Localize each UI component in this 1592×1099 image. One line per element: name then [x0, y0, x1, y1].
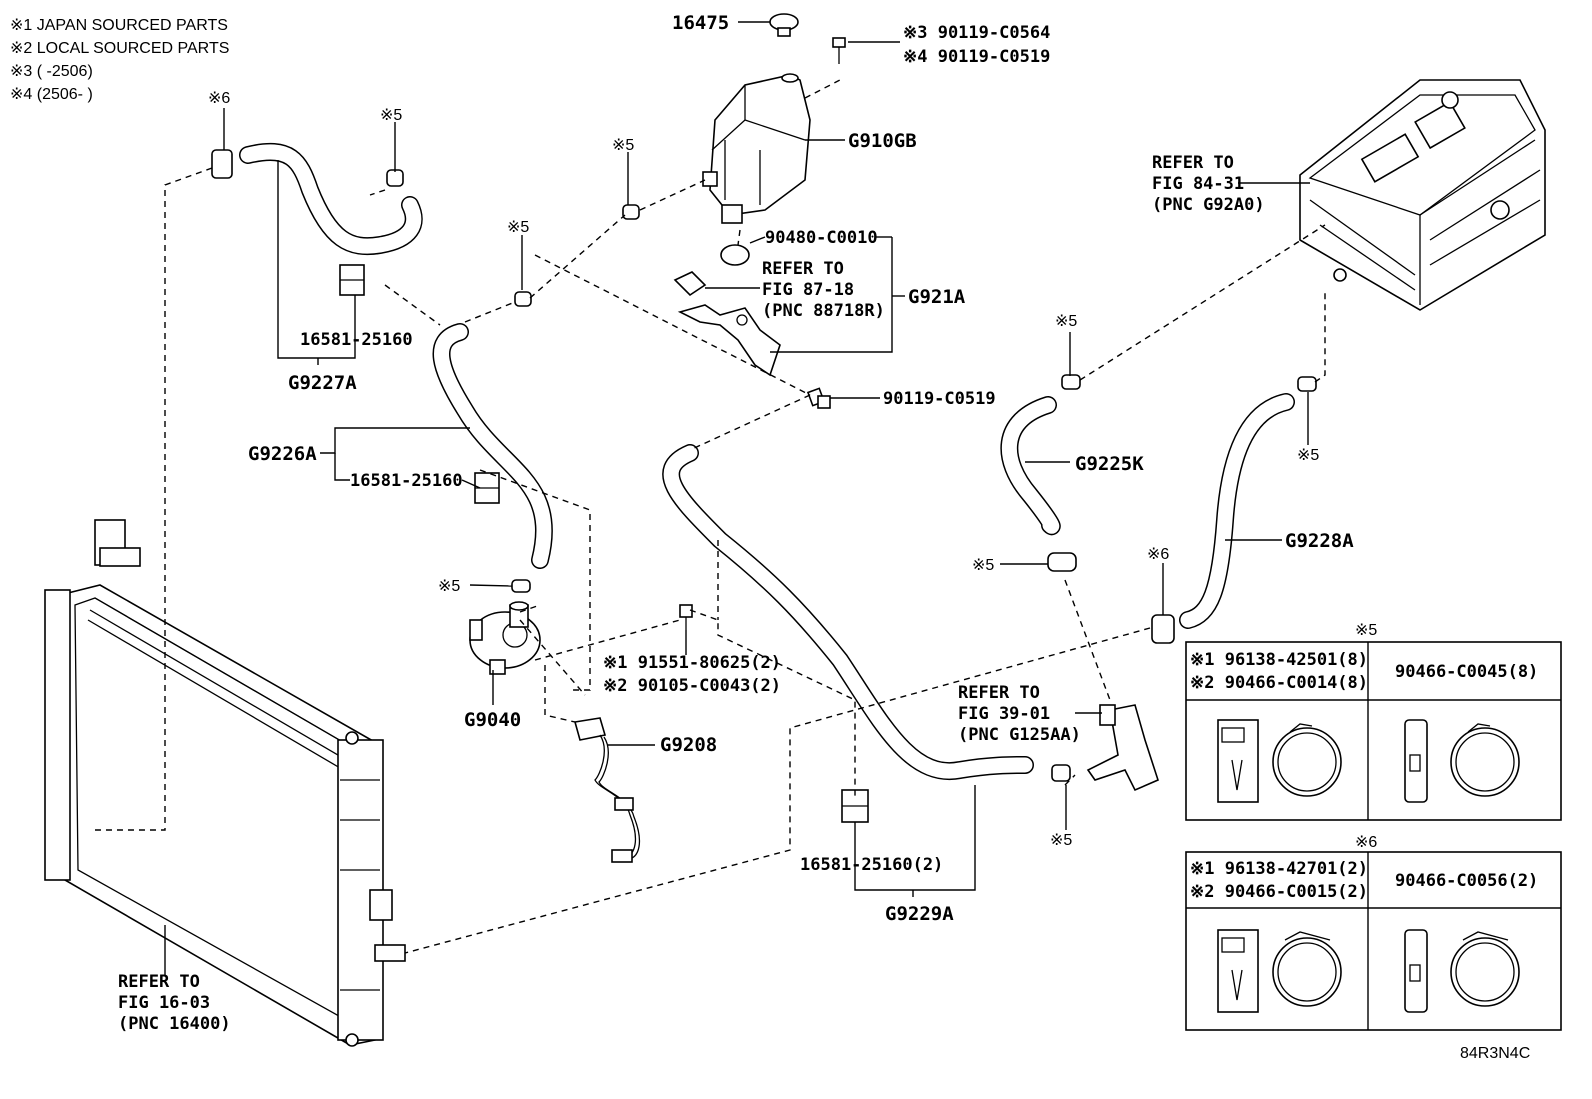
- note-local: ※2 LOCAL SOURCED PARTS: [10, 40, 229, 57]
- label-hose-long: G9229A: [885, 903, 954, 925]
- note-before: ※3 ( -2506): [10, 63, 93, 80]
- table-6-title: ※6: [1355, 834, 1377, 851]
- wire-harness: [573, 717, 641, 863]
- inverter-assembly: [1299, 79, 1546, 311]
- label-hose-k: G9225K: [1075, 453, 1144, 475]
- label-pipe-ref-2: FIG 39-01: [958, 704, 1050, 724]
- label-bracket-group: G921A: [908, 286, 966, 308]
- clamp-table-6: ※6 ※1 96138-42701(2) ※2 90466-C0015(2) 9…: [1185, 834, 1562, 1031]
- label-wire: G9208: [660, 734, 717, 756]
- note-japan: ※1 JAPAN SOURCED PARTS: [10, 17, 228, 34]
- table-5-left-2: ※2 90466-C0014(8): [1190, 673, 1368, 693]
- reservoir-tank: [702, 13, 811, 224]
- mark-5-mid: ※5: [507, 219, 529, 236]
- label-clamp-lower: 16581-25160(2): [800, 855, 943, 875]
- radiator: [44, 519, 406, 1047]
- label-grommet: 90480-C0010: [765, 228, 878, 248]
- clamp-table-5: ※5 ※1 96138-42501(8) ※2 90466-C0014(8) 9…: [1185, 622, 1562, 821]
- label-bolt-top-2: ※4 90119-C0519: [903, 47, 1050, 67]
- label-bolt-pump-2: ※2 90105-C0043(2): [603, 676, 781, 696]
- bracket: [673, 271, 781, 377]
- table-6-left-1: ※1 96138-42701(2): [1190, 859, 1368, 879]
- water-pump: [469, 601, 541, 675]
- grommet: [720, 244, 750, 266]
- table-5-left-1: ※1 96138-42501(8): [1190, 650, 1368, 670]
- label-bolt-bracket: 90119-C0519: [883, 389, 996, 409]
- label-bracket-ref-2: FIG 87-18: [762, 280, 854, 300]
- diagram-code: 84R3N4C: [1460, 1045, 1530, 1062]
- table-6-right: 90466-C0056(2): [1395, 871, 1538, 891]
- note-after: ※4 (2506- ): [10, 86, 93, 103]
- mark-5-hose-k: ※5: [1055, 313, 1077, 330]
- mark-6-upper: ※6: [208, 90, 230, 107]
- label-hose-mid: G9226A: [248, 443, 317, 465]
- label-bolt-pump-1: ※1 91551-80625(2): [603, 653, 781, 673]
- leader-lines: [164, 21, 1310, 975]
- clamp-upper: [339, 264, 365, 296]
- label-radiator-ref-1: REFER TO: [118, 972, 200, 992]
- table-5-right: 90466-C0045(8): [1395, 662, 1538, 682]
- label-pipe-ref-1: REFER TO: [958, 683, 1040, 703]
- label-inverter-ref-1: REFER TO: [1152, 153, 1234, 173]
- label-pump: G9040: [464, 709, 521, 731]
- table-5-title: ※5: [1355, 622, 1377, 639]
- label-clamp-mid: 16581-25160: [350, 471, 463, 491]
- mark-5-pipe: ※5: [1050, 832, 1072, 849]
- mark-5-inverter: ※5: [1297, 447, 1319, 464]
- mark-6-right: ※6: [1147, 546, 1169, 563]
- hose-clamps: [211, 149, 1317, 782]
- bolt-top: [832, 37, 846, 64]
- pipe: [1086, 704, 1159, 792]
- label-radiator-ref-2: FIG 16-03: [118, 993, 210, 1013]
- bolt-pump: [679, 604, 693, 630]
- label-radiator-ref-3: (PNC 16400): [118, 1014, 231, 1034]
- label-hose-right: G9228A: [1285, 530, 1354, 552]
- mark-5-reservoir: ※5: [612, 137, 634, 154]
- label-cap: 16475: [672, 12, 729, 34]
- label-bracket-ref-1: REFER TO: [762, 259, 844, 279]
- dashed-leaders: [95, 79, 1326, 954]
- bolt-bracket: [806, 387, 831, 409]
- mark-5-pump: ※5: [438, 578, 460, 595]
- label-hose-upper: G9227A: [288, 372, 357, 394]
- label-bolt-top-1: ※3 90119-C0564: [903, 23, 1050, 43]
- callout-labels: 16475 ※3 90119-C0564 ※4 90119-C0519 G910…: [118, 12, 1530, 1062]
- label-bracket-ref-3: (PNC 88718R): [762, 301, 885, 321]
- legend-notes: ※1 JAPAN SOURCED PARTS ※2 LOCAL SOURCED …: [10, 17, 229, 103]
- label-inverter-ref-3: (PNC G92A0): [1152, 195, 1265, 215]
- table-6-left-2: ※2 90466-C0015(2): [1190, 882, 1368, 902]
- label-clamp-upper: 16581-25160: [300, 330, 413, 350]
- mark-5-upper: ※5: [380, 107, 402, 124]
- mark-5-hose-k-low: ※5: [972, 557, 994, 574]
- hoses: [239, 142, 1295, 781]
- label-pipe-ref-3: (PNC G125AA): [958, 725, 1081, 745]
- label-inverter-ref-2: FIG 84-31: [1152, 174, 1244, 194]
- label-reservoir: G910GB: [848, 130, 917, 152]
